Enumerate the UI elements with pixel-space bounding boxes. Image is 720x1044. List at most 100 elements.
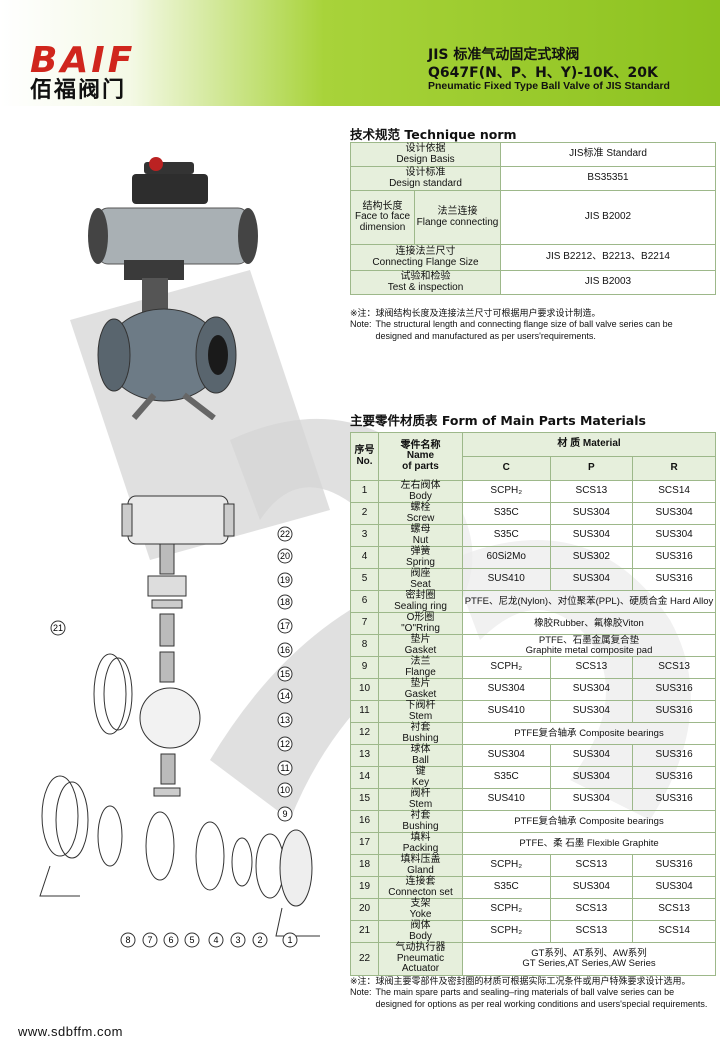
material-p: SUS304 [549,744,634,767]
part-no: 21 [350,920,379,943]
materials-title: 主要零件材质表 Form of Main Parts Materials [350,413,646,428]
material-c: SUS304 [462,678,551,701]
part-name-cn: 垫片 [410,634,431,645]
brand-logo: BAIF [30,40,136,81]
header-no: 序号 No. [350,432,379,481]
label-cn: 设计标准 [405,167,446,178]
material-r: SUS316 [632,766,716,789]
part-name-en: Gasket [404,644,437,656]
callout-label: 22 [280,529,290,539]
material-all: PTFE、柔 石墨 Flexible Graphite [462,832,716,855]
header-material: 材 质 Material [462,432,716,457]
part-name-en: Sealing ring [394,600,447,612]
callout-label: 13 [280,715,290,725]
part-name-en: Stem [408,798,433,810]
part-name-cn: 键 [415,766,426,777]
part-no: 14 [350,766,379,789]
material-c: SCPH₂ [462,480,551,503]
page-title-en: Pneumatic Fixed Type Ball Valve of JIS S… [428,80,670,92]
callout-label: 8 [125,935,130,945]
part-name-cn: 法兰 [410,656,431,667]
material-all: PTFE复合轴承 Composite bearings [462,722,716,745]
note-cn: ※注：球阀结构长度及连接法兰尺寸可根据用户要求设计制造。 [350,308,601,318]
header-name-en: Name [406,450,435,462]
part-no: 11 [350,700,379,723]
label-cn: 法兰连接 [437,206,478,217]
part-no: 5 [350,568,379,591]
material-c: 60Si2Mo [462,546,551,569]
part-name-en: Seat [410,578,431,590]
note-cn: ※注：球阀主要零部件及密封圈的材质可根据实际工况条件或用户特殊要求设计选用。 [350,976,691,986]
material-p: SUS304 [549,524,634,547]
technique-label: 设计标准 Design standard [350,166,501,191]
material-p: SUS304 [549,766,634,789]
callout-label: 18 [280,597,290,607]
part-no: 17 [350,832,379,855]
callout-label: 4 [213,935,218,945]
callout-label: 17 [280,621,290,631]
part-no: 7 [350,612,379,635]
label-cn: 试验和检验 [400,271,451,282]
material-p: SCS13 [549,920,634,943]
material-p: SCS13 [549,480,634,503]
note-en-row: Note: The structural length and connecti… [350,319,696,342]
material-all: 橡胶Rubber、氟橡胶Viton [462,612,716,635]
part-name-cn: 密封圈 [405,590,436,601]
page-title-model: Q647F(N、P、H、Y)-10K、20K [428,65,658,81]
part-name-cn: 左右阀体 [400,480,441,491]
callout-label: 10 [280,785,290,795]
callout-label: 9 [282,809,287,819]
part-name-cn: 衬套 [410,810,431,821]
technique-label: 设计依据 Design Basis [350,142,501,167]
material-r: SUS316 [632,788,716,811]
header-name-en: of parts [402,460,439,472]
label-en: Design standard [389,177,462,189]
callout-label: 6 [168,935,173,945]
material-r: SUS316 [632,678,716,701]
table-row: 连接法兰尺寸 Connecting Flange Size JIS B2212、… [350,244,716,271]
material-r: SUS304 [632,876,716,899]
material-c: SUS410 [462,700,551,723]
technique-value: JIS B2002 [500,190,716,245]
table-row: 设计标准 Design standard BS35351 [350,166,716,191]
note-en-label: Note: [350,987,372,998]
part-name-en: Screw [406,512,435,524]
part-name-cn: 阀体 [410,920,431,931]
table-row: 设计依据 Design Basis JIS标准 Standard [350,142,716,167]
part-name-cn: 支架 [410,898,431,909]
callouts-right: 22 20 19 18 17 16 15 14 13 12 11 10 9 [277,526,293,822]
page-title-cn: JIS 标准气动固定式球阀 [428,47,580,63]
label-cn: 设计依据 [405,143,446,154]
part-name-en: Flange [405,666,436,678]
note-en-label: Note: [350,319,372,330]
material-r: SUS304 [632,524,716,547]
material-r: SCS13 [632,656,716,679]
footer-url[interactable]: www.sdbffm.com [18,1024,124,1039]
label-en: Flange connecting [416,216,499,228]
part-no: 18 [350,854,379,877]
part-name-en: Stem [408,710,433,722]
material-span-en: Graphite metal composite pad [525,644,653,656]
part-no: 20 [350,898,379,921]
material-span: PTFE、柔 石墨 Flexible Graphite [519,837,659,849]
material-c: SUS304 [462,744,551,767]
part-name-cn: 气动执行器 [395,942,446,953]
material-r: SCS13 [632,898,716,921]
brand-name-cn: 佰福阀门 [30,78,127,103]
